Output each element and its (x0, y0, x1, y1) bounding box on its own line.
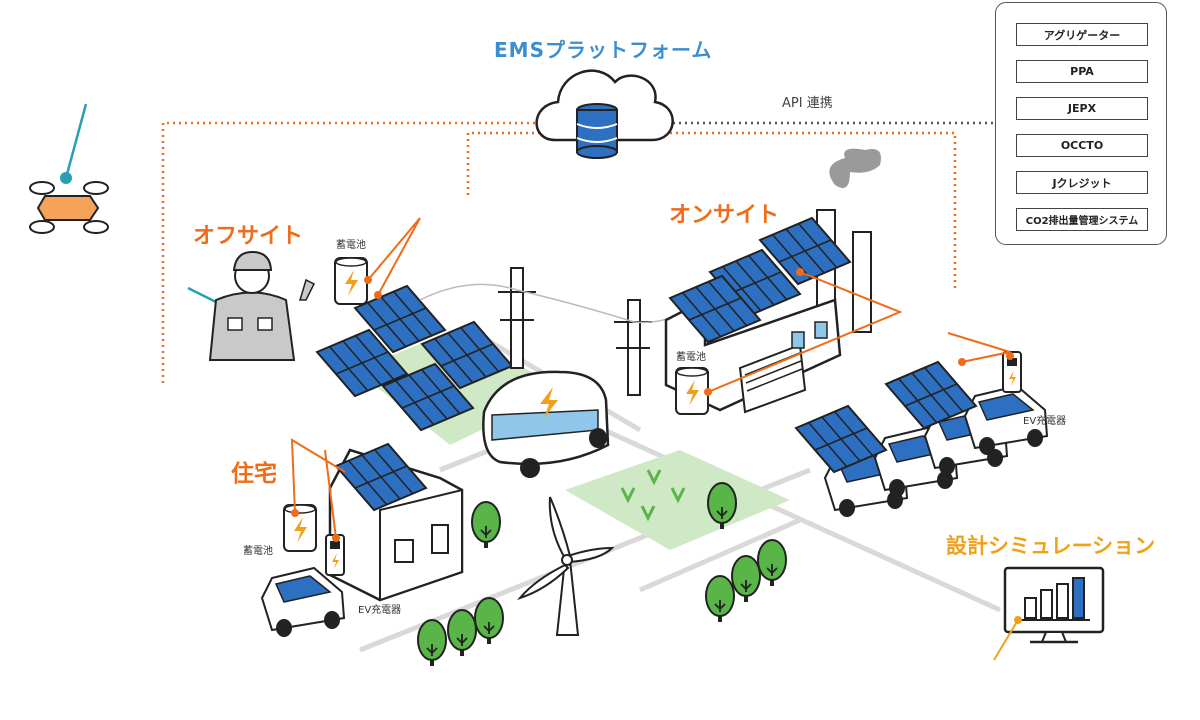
integration-item-j-credit: Jクレジット (1016, 171, 1148, 194)
integration-item-ppa: PPA (1016, 60, 1148, 83)
offsite-battery-icon (334, 257, 368, 305)
park-sprouts (620, 469, 686, 522)
home-battery-label: 蓄電池 (243, 546, 273, 557)
simulation-monitor-icon (993, 566, 1105, 661)
integration-item-occto: OCCTO (1016, 134, 1148, 157)
onsite-callout-lines (707, 271, 903, 393)
onsite-carport (795, 332, 1048, 518)
onsite-label: オンサイト (669, 203, 780, 228)
wind-turbine-icon (517, 496, 615, 636)
integration-item-co2-system: CO2排出量管理システム (1016, 208, 1148, 231)
home-car-icon (261, 567, 345, 638)
integration-item-aggregator: アグリゲーター (1016, 23, 1148, 46)
integration-item-jepx: JEPX (1016, 97, 1148, 120)
onsite-battery-label: 蓄電池 (676, 352, 706, 363)
cloud-database-icon (535, 69, 674, 159)
worker-icon (187, 250, 316, 361)
ev-bus-icon (482, 370, 610, 478)
onsite-battery-icon (675, 367, 709, 415)
api-integration-label: API 連携 (782, 96, 833, 111)
factory-icon (664, 148, 881, 414)
simulation-label: 設計シミュレーション (946, 534, 1156, 558)
offsite-callout-lines (367, 217, 421, 296)
ems-network-lines (161, 121, 995, 383)
home-battery-icon (283, 504, 317, 552)
onsite-ev-charger-label: EV充電器 (1023, 416, 1067, 427)
integration-panel: アグリゲーター PPA JEPX OCCTO Jクレジット CO2排出量管理シス… (995, 2, 1167, 245)
offsite-label: オフサイト (193, 224, 304, 249)
ems-platform-title: EMSプラットフォーム (494, 38, 713, 62)
offsite-battery-label: 蓄電池 (336, 240, 366, 251)
home-label: 住宅 (231, 461, 277, 487)
home-callout-lines (290, 438, 346, 539)
home-ev-charger-label: EV充電器 (358, 605, 402, 616)
drone-icon (29, 103, 109, 234)
